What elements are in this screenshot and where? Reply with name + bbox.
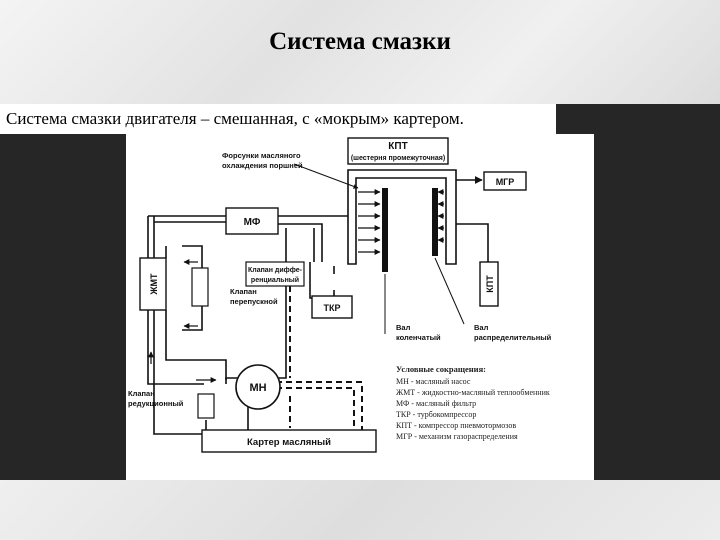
legend-item: ЖМТ - жидкостно-масляный теплообменник [396,388,550,397]
bypass-valve-box [191,267,209,307]
tkr-box [311,295,353,319]
bypass-valve-label-2: перепускной [230,297,278,306]
lubrication-diagram: КПТ (шестерня промежуточная) МГР КПТ МФ … [126,134,594,480]
camshaft-label-1: Вал [474,323,489,332]
kpt-right-label: КПТ [485,275,495,293]
kpt-top-sublabel: (шестерня промежуточная) [351,155,445,162]
karter-label: Картер масляный [247,437,331,448]
mf-label: МФ [244,217,261,228]
crankshaft-bar [382,188,388,272]
crankshaft-label-1: Вал [396,323,411,332]
slide-title: Система смазки [269,28,451,55]
bypass-valve-label-1: Клапан [230,287,257,296]
diff-valve-box [245,261,305,287]
kpt-top-label: КПТ [388,141,407,152]
zhmt-label: ЖМТ [149,273,159,296]
reduction-valve-label-1: Клапан [128,389,155,398]
legend-item: МН - масляный насос [396,377,471,386]
legend-item: КПТ - компрессор пневмотормозов [396,421,516,430]
mgr-box [483,171,527,191]
kpt-top-box [347,137,449,165]
slide-background-top [0,0,720,104]
kpt-right-box [479,261,499,307]
diff-valve-label-2: ренциальный [251,276,299,284]
karter-box [201,429,377,453]
oil-pump-circle [235,364,281,410]
camshaft-label-2: распределительный [474,333,552,342]
mn-label: МН [249,382,266,394]
crankshaft-label-2: коленчатый [396,333,441,342]
slide-subtitle: Система смазки двигателя – смешанная, с … [0,104,556,134]
dashed-return-lines [276,286,363,430]
zhmt-box [139,257,167,311]
nozzles-label-1: Форсунки масляного [222,151,301,160]
diff-valve-label-1: Клапан диффе- [248,267,303,274]
mgr-label: МГР [496,177,515,187]
mf-box [225,207,279,235]
nozzles-label-2: охлаждения поршней [222,161,303,170]
slide-background-bottom [0,480,720,540]
legend-item: МГР - механизм газораспределения [396,432,518,441]
camshaft-bar [432,188,438,256]
reduction-valve-label-2: редукционный [128,399,184,408]
tkr-label: ТКР [324,303,341,313]
legend-item: МФ - масляный фильтр [396,399,476,408]
legend-title: Условные сокращения: [396,364,486,374]
legend-item: ТКР - турбокомпрессор [396,410,476,419]
reduction-valve-box [197,393,215,419]
